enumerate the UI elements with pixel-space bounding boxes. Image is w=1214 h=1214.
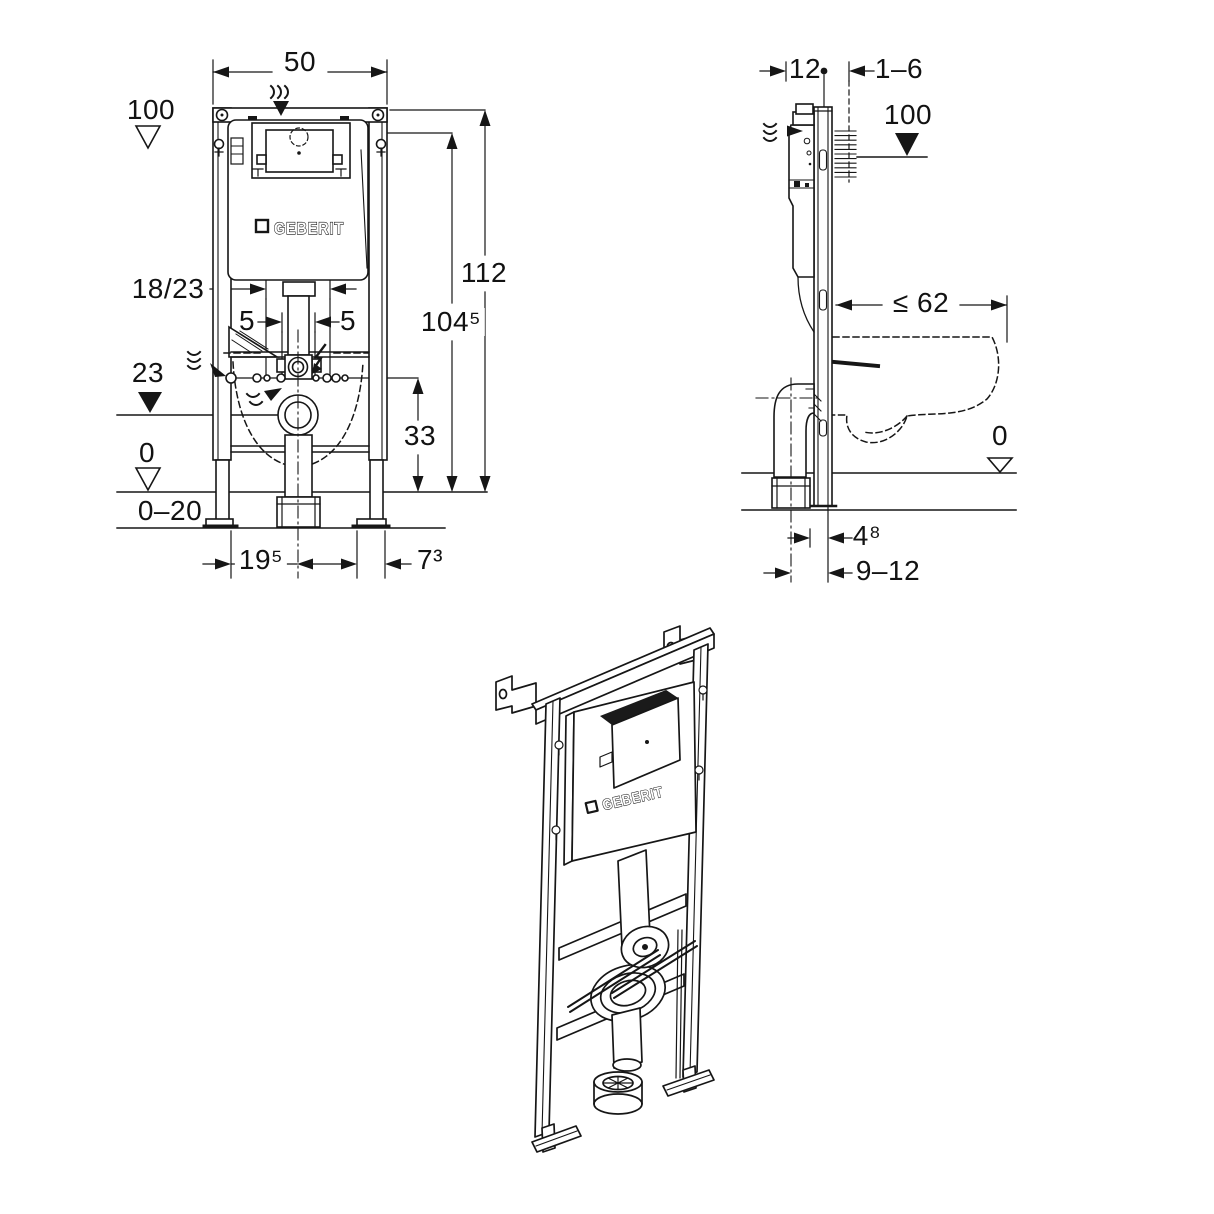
level-100-label: 100 [126,94,176,125]
side-level-100-marker-icon [895,133,919,156]
water-flow-icon-side [762,122,778,142]
level-100-marker-icon [134,125,162,150]
front-dimension-arrows [138,66,491,570]
water-flow-icon [186,84,289,406]
level-23-marker-icon [138,392,162,413]
iso-view-drawing: GEBERIT [495,625,715,1153]
wall-bracket-left [495,675,537,714]
range-0-20-label: 0–20 [137,495,203,526]
threaded-rods [567,940,698,1013]
dim-9-12-label: 9–12 [855,555,921,586]
level-0-marker-icon [134,467,162,492]
side-view-drawing [741,61,1017,583]
dim-4-8-label: 4⁸ [852,520,882,551]
cistern-side [788,124,815,278]
side-depth-12-label: 12 [788,53,822,84]
pan-62-label: ≤ 62 [888,289,954,317]
dim-18-23-label: 18/23 [131,273,205,304]
dim-33-label: 33 [399,422,441,450]
electrical-connection-icon [311,343,327,372]
dim-7-3-label: 7³ [417,544,443,575]
wall-1-6-label: 1–6 [874,53,924,84]
dim-112-label: 112 [456,259,512,287]
fixing-rod [831,359,881,369]
dim-19-5-label: 19⁵ [234,546,288,574]
dim-104-5-label: 104⁵ [416,308,486,336]
pan-outline-side [832,336,1000,444]
level-0-label: 0 [138,437,156,468]
dim-5-right-label: 5 [339,305,357,336]
geberit-square-icon-iso [584,799,599,814]
geberit-logo-front: GEBERIT [254,218,344,239]
dim-5-left-label: 5 [238,305,256,336]
floor-socket [593,1071,643,1115]
side-dimension-arrows [770,65,1007,579]
drain-elbow-side [773,383,815,478]
level-23-label: 23 [131,357,165,388]
geberit-logo-front-text: GEBERIT [274,219,344,238]
geberit-square-icon [254,218,270,234]
dim-50-label: 50 [279,48,321,76]
wall-hatch [834,130,857,178]
front-view-drawing: GEBERIT [116,59,491,579]
side-level-0-label: 0 [991,420,1009,451]
side-level-100-label: 100 [883,99,933,130]
side-level-0-marker-icon [986,457,1014,474]
